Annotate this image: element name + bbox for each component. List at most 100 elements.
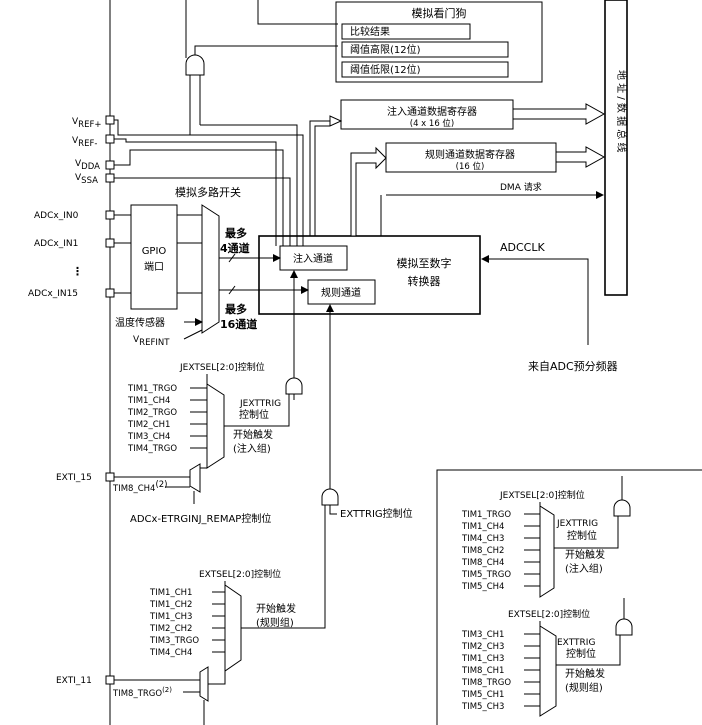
remap-mux	[189, 463, 201, 493]
svg-text:注入通道: 注入通道	[293, 252, 333, 265]
svg-text:规则通道数据寄存器: 规则通道数据寄存器	[425, 148, 515, 161]
analog-mux	[201, 204, 220, 334]
svg-text:VSSA: VSSA	[75, 173, 98, 186]
svg-text:VREF+: VREF+	[72, 117, 101, 130]
svg-text:(16 位): (16 位)	[456, 161, 485, 172]
regular-channels-box	[307, 279, 376, 305]
svg-text:EXTTRIG: EXTTRIG	[557, 638, 595, 648]
inset-injected-inputs: TIM1_TRGOTIM1_CH4TIM4_CH3TIM8_CH2TIM8_CH…	[461, 510, 540, 592]
inset-exttrig-and-gate	[615, 618, 633, 636]
svg-text:JEXTTRIG: JEXTTRIG	[556, 519, 598, 529]
prescaler-label: 来自ADC预分频器	[528, 359, 618, 373]
trigger-input-label: TIM8_CH1	[461, 666, 504, 676]
jexttrig-and-gate	[285, 377, 303, 395]
trigger-input-label: TIM8_CH4	[461, 558, 504, 568]
pin-exti15: EXTI_15	[56, 473, 92, 483]
trigger-input-label: TIM1_CH4	[127, 396, 170, 406]
svg-text:4通道: 4通道	[220, 241, 250, 255]
jextsel-label: JEXTSEL[2:0]控制位	[179, 361, 265, 373]
exttrig-and-gate	[321, 488, 339, 506]
watchdog-high: 阈值高限(12位)	[350, 43, 421, 56]
svg-text:VDDA: VDDA	[75, 159, 100, 172]
exttrig-label: EXTTRIG控制位	[340, 507, 413, 520]
vrefint-label: VREFINT	[133, 335, 170, 348]
svg-text:最多: 最多	[225, 226, 247, 240]
svg-text:(规则组): (规则组)	[565, 681, 603, 694]
watchdog-compare: 比较结果	[350, 25, 390, 38]
trigger-input-label: TIM3_CH1	[461, 630, 504, 640]
analog-watchdog: 模拟看门狗 比较结果 阈值高限(12位) 阈值低限(12位)	[335, 1, 543, 83]
inset-jextsel: JEXTSEL[2:0]控制位	[499, 489, 585, 501]
trigger-input-label: TIM8_TRGO	[461, 678, 511, 688]
extsel-label: EXTSEL[2:0]控制位	[199, 568, 281, 580]
svg-text:GPIO: GPIO	[142, 246, 167, 257]
analog-mux-label: 模拟多路开关	[175, 185, 241, 199]
inset-extsel: EXTSEL[2:0]控制位	[508, 608, 590, 620]
injected-trigger-mux	[206, 383, 225, 469]
trigger-input-label: TIM2_CH3	[461, 642, 504, 652]
injected-data-register: 注入通道数据寄存器 (4 x 16 位)	[340, 99, 514, 130]
trigger-input-label: TIM5_CH1	[461, 690, 504, 700]
dma-request: DMA 请求	[500, 181, 542, 193]
svg-text:规则通道: 规则通道	[321, 286, 361, 299]
regular-data-register: 规则通道数据寄存器 (16 位)	[385, 142, 557, 173]
svg-text:最多: 最多	[225, 302, 247, 316]
regular-trigger-mux	[224, 584, 242, 672]
svg-text:16通道: 16通道	[220, 317, 257, 331]
trigger-input-label: TIM2_CH2	[149, 624, 192, 634]
trigger-input-label: TIM4_CH4	[149, 648, 192, 658]
adcclk-label: ADCCLK	[500, 241, 545, 254]
trigger-input-label: TIM1_CH3	[461, 654, 504, 664]
svg-text:注入通道数据寄存器: 注入通道数据寄存器	[387, 105, 477, 118]
svg-text:⋮: ⋮	[72, 265, 83, 278]
inset-injected-mux	[539, 505, 555, 598]
svg-text:模拟至数字: 模拟至数字	[397, 256, 452, 270]
trigger-input-label: TIM3_CH4	[127, 432, 170, 442]
bus-label: 地 址 / 数 据 总 线	[615, 70, 628, 152]
svg-text:控制位: 控制位	[567, 529, 597, 542]
trigger-input-label: TIM1_CH1	[149, 588, 192, 598]
trigger-input-label: TIM4_CH3	[461, 534, 504, 544]
trigger-input-label: TIM1_TRGO	[127, 384, 177, 394]
jexttrig-label-2: 控制位	[239, 408, 269, 421]
svg-text:VREF-: VREF-	[72, 136, 97, 149]
regular-trigger-inputs: TIM1_CH1TIM1_CH2TIM1_CH3TIM2_CH2TIM3_TRG…	[149, 588, 225, 658]
injected-channels-box	[279, 245, 348, 271]
adc3-trigger-inset	[436, 469, 702, 725]
reference-pins: VREF+ VREF- VDDA VSSA	[72, 115, 291, 246]
remap-label: ADCx-ETRGINJ_REMAP控制位	[130, 512, 271, 525]
trigger-input-label: TIM2_TRGO	[127, 408, 177, 418]
svg-text:端口: 端口	[144, 260, 164, 273]
svg-text:转换器: 转换器	[408, 274, 441, 288]
trigger-input-label: TIM5_TRGO	[461, 570, 511, 580]
inset-regular-inputs: TIM3_CH1TIM2_CH3TIM1_CH3TIM8_CH1TIM8_TRG…	[461, 630, 540, 712]
trigger-input-label: TIM5_CH3	[461, 702, 504, 712]
temp-sensor-label: 温度传感器	[115, 316, 165, 329]
tim8-ch4-label: TIM8_CH4(2)	[112, 480, 167, 494]
inset-jexttrig-and-gate	[613, 499, 631, 517]
remap-mux-regular	[199, 666, 209, 702]
svg-text:开始触发: 开始触发	[565, 548, 605, 561]
pin-adc-in1: ADCx_IN1	[34, 239, 78, 249]
inset-regular-mux	[539, 625, 557, 717]
trigger-input-label: TIM1_TRGO	[461, 510, 511, 520]
svg-text:(注入组): (注入组)	[565, 562, 603, 575]
regular-group-label: (规则组)	[256, 616, 294, 629]
watchdog-and-gate	[185, 54, 205, 76]
svg-text:(4 x 16 位): (4 x 16 位)	[410, 118, 455, 129]
trigger-input-label: TIM3_TRGO	[149, 636, 199, 646]
svg-text:开始触发: 开始触发	[565, 667, 605, 680]
regular-start-trigger: 开始触发	[256, 602, 296, 615]
trigger-input-label: TIM8_CH2	[461, 546, 504, 556]
trigger-input-label: TIM4_TRGO	[127, 444, 177, 454]
jexttrig-label-1: JEXTTRIG	[239, 399, 281, 409]
address-data-bus	[604, 0, 628, 296]
tim8-trgo-label: TIM8_TRGO(2)	[112, 686, 172, 699]
trigger-input-label: TIM1_CH3	[149, 612, 192, 622]
trigger-input-label: TIM2_CH1	[127, 420, 170, 430]
injected-start-trigger: 开始触发	[233, 428, 273, 441]
pin-adc-in0: ADCx_IN0	[34, 211, 79, 221]
trigger-input-label: TIM1_CH2	[149, 600, 192, 610]
